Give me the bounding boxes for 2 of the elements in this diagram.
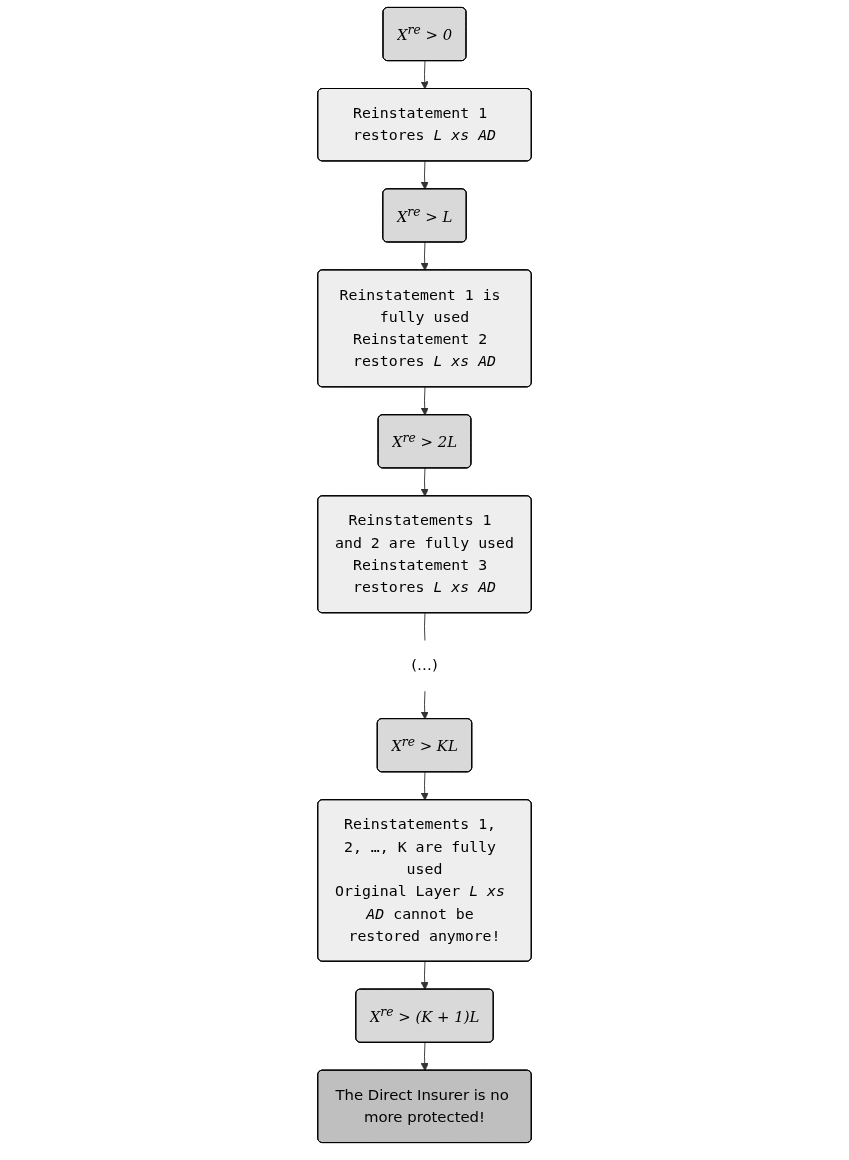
node-text: (…) [411,656,438,675]
connector [424,612,426,642]
